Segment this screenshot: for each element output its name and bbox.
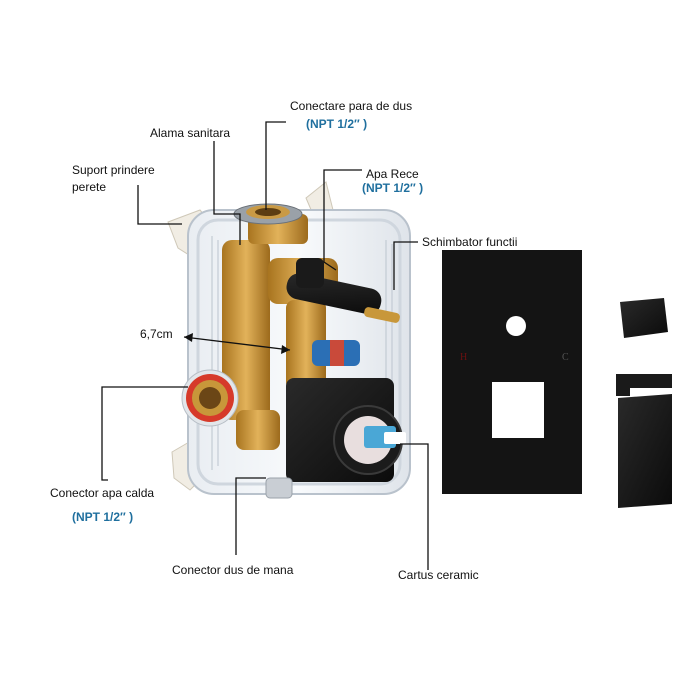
seal-ring — [312, 340, 360, 366]
label-suport-line2: perete — [72, 180, 107, 194]
label-apa-rece: Apa Rece — [366, 167, 419, 181]
label-schimbator: Schimbator functii — [422, 235, 518, 249]
label-cartus: Cartus ceramic — [398, 568, 479, 582]
label-suport-line1: Suport prindere — [72, 163, 155, 177]
label-npt-calda: (NPT 1/2″ ) — [72, 510, 134, 524]
plate-mark-left: H — [460, 352, 467, 363]
hot-inlet — [181, 369, 239, 427]
label-dimension: 6,7cm — [140, 327, 173, 341]
label-npt-rece: (NPT 1/2″ ) — [362, 181, 424, 195]
lever-handle — [616, 374, 672, 508]
label-npt-para: (NPT 1/2″ ) — [306, 117, 368, 131]
label-conector-calda: Conector apa calda — [50, 486, 155, 500]
plate-mark-right: C — [562, 352, 569, 363]
leader-lines — [101, 121, 429, 570]
bottom-outlet — [265, 477, 293, 499]
label-conector-dus-mana: Conector dus de mana — [172, 563, 294, 577]
label-conectare-para: Conectare para de dus — [290, 99, 413, 113]
diverter-knob — [620, 298, 668, 338]
label-alama-sanitara: Alama sanitara — [150, 126, 231, 140]
cartridge-block — [286, 378, 406, 482]
dimension-arrow — [183, 333, 291, 354]
diverter-stem — [286, 258, 400, 323]
cover-plate — [442, 250, 582, 494]
top-outlet — [233, 203, 303, 225]
